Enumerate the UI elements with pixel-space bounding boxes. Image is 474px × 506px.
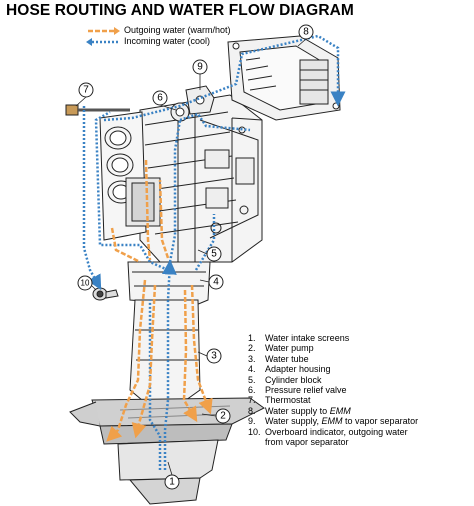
vapor-bracket-drawing	[185, 85, 215, 115]
parts-list-number: 9.	[248, 416, 256, 427]
legend-incoming-label: Incoming water (cool)	[124, 36, 211, 46]
parts-list-text: Water supply to	[265, 405, 330, 416]
parts-list-text: Pressure relief valve	[265, 385, 347, 396]
callout-leaders	[75, 38, 307, 476]
cylinder-block-drawing	[139, 94, 263, 263]
parts-list-text: Water pump	[265, 343, 314, 354]
emm-module-drawing	[227, 35, 341, 121]
parts-list-text: Water tube	[265, 353, 309, 364]
callout-markers	[77, 24, 314, 490]
parts-list-item: 6. Pressure relief valve	[248, 385, 418, 395]
parts-list-item: 10. Overboard indicator, outgoing water	[248, 427, 418, 437]
legend-incoming-swatch	[86, 38, 118, 46]
parts-list-text: Cylinder block	[265, 374, 322, 385]
parts-list-emphasis: EMM	[321, 416, 343, 427]
parts-list-item: 8. Water supply to EMM	[248, 406, 418, 416]
parts-list-emphasis: EMM	[329, 405, 351, 416]
parts-list-text: Thermostat	[265, 395, 311, 406]
parts-list-item: 7. Thermostat	[248, 395, 418, 405]
parts-list-text: Water supply,	[265, 416, 322, 427]
legend-outgoing-swatch	[88, 27, 120, 35]
cylinder-head-drawing	[99, 111, 161, 241]
parts-list-item: 1. Water intake screens	[248, 333, 418, 343]
overboard-indicator-drawing	[92, 287, 119, 301]
parts-list-number: 1.	[248, 333, 256, 343]
callout-label-8: 8	[303, 27, 309, 38]
callout-label-6: 6	[157, 93, 163, 104]
callout-numbers: 1 2 3 4 5 6 7 8 9 10	[81, 27, 310, 488]
parts-list-item: 9. Water supply, EMM to vapor separator	[248, 416, 418, 426]
incoming-water-path	[82, 34, 346, 470]
callout-label-2: 2	[220, 411, 226, 422]
legend-outgoing-label: Outgoing water (warm/hot)	[124, 25, 231, 35]
callout-10	[77, 275, 93, 291]
parts-list-text-tail: to vapor separator	[342, 416, 419, 427]
adapter-housing-drawing	[127, 261, 211, 401]
callout-label-5: 5	[211, 249, 217, 260]
callout-label-3: 3	[211, 351, 217, 362]
parts-list-number: 5.	[248, 374, 256, 385]
parts-list-text: from vapor separator	[265, 437, 349, 448]
parts-list-number: 3.	[248, 353, 256, 364]
parts-list-item: 5. Cylinder block	[248, 375, 418, 385]
parts-list-number: 7.	[248, 395, 256, 406]
parts-list-text: Water intake screens	[265, 333, 350, 343]
parts-list: 1. Water intake screens 2. Water pump 3. Wa…	[248, 333, 418, 447]
parts-list-number: 4.	[248, 364, 256, 375]
outgoing-water-path	[106, 159, 213, 442]
callout-label-9: 9	[197, 62, 203, 73]
callout-label-1: 1	[169, 477, 175, 488]
parts-list-item: 2. Water pump	[248, 343, 418, 353]
thermostat-drawing	[65, 104, 130, 116]
parts-list-number: 8.	[248, 405, 256, 416]
parts-list-item: from vapor separator	[248, 437, 418, 447]
parts-list-number: 10.	[248, 426, 261, 437]
diagram-title: HOSE ROUTING AND WATER FLOW DIAGRAM	[6, 2, 354, 19]
parts-list-number: 2.	[248, 343, 256, 354]
callout-label-7: 7	[83, 85, 89, 96]
parts-list-item: 3. Water tube	[248, 354, 418, 364]
parts-list-text: Overboard indicator, outgoing water	[265, 426, 408, 437]
callout-label-10: 10	[81, 279, 90, 288]
parts-list-item: 4. Adapter housing	[248, 364, 418, 374]
parts-list-number: 6.	[248, 385, 256, 396]
parts-list-text: Adapter housing	[265, 364, 331, 375]
callout-label-4: 4	[213, 277, 219, 288]
